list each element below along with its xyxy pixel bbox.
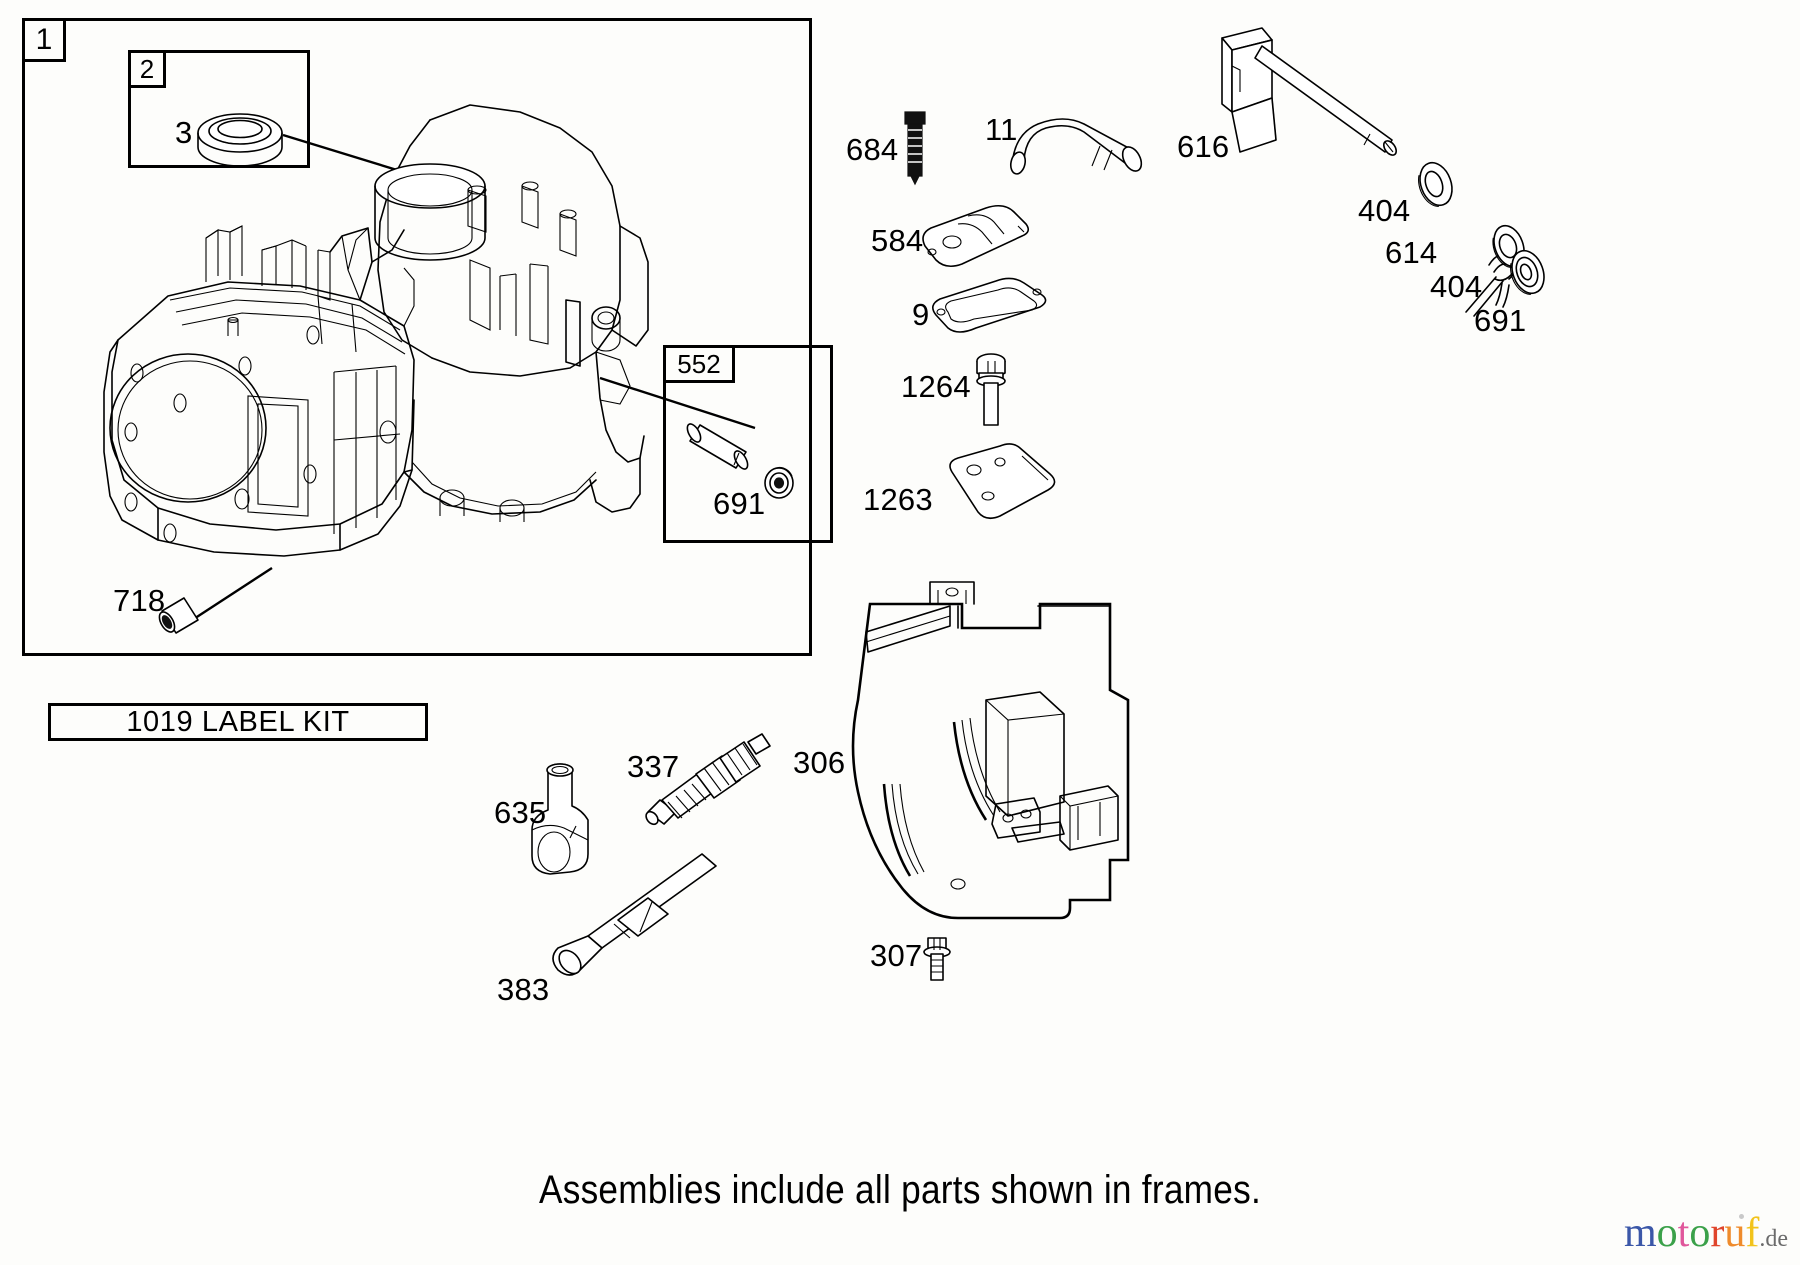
frame-1: 1 [22, 18, 812, 656]
logo-letter-f: f [1745, 1210, 1760, 1256]
label-kit-box: 1019 LABEL KIT [48, 703, 428, 741]
logo-tld: .de [1759, 1226, 1788, 1252]
part-washer-404-upper [1418, 161, 1453, 207]
frame-2: 2 [128, 50, 310, 168]
part-breather-tube-11 [1009, 118, 1143, 175]
part-gasket-9 [932, 277, 1047, 333]
part-seal-691-right [1510, 249, 1545, 295]
motoruf-watermark: motoruf.de [1624, 1212, 1788, 1254]
callout-404-upper: 404 [1358, 193, 1411, 228]
logo-letter-t: t [1677, 1210, 1690, 1256]
part-bolt-1264 [976, 353, 1006, 426]
callout-584: 584 [871, 223, 924, 258]
logo-letter-r: r [1710, 1210, 1725, 1256]
logo-letter-o1: o [1656, 1210, 1678, 1256]
logo-letter-u: u [1724, 1210, 1746, 1256]
callout-3: 3 [175, 115, 193, 150]
callout-9: 9 [912, 297, 930, 332]
callout-337: 337 [627, 749, 680, 784]
part-screw-307 [923, 937, 951, 981]
part-screw-684 [904, 111, 926, 186]
logo-dot [1739, 1214, 1744, 1219]
callout-11: 11 [985, 112, 1018, 147]
part-breather-584 [922, 204, 1030, 268]
callout-306: 306 [793, 745, 846, 780]
part-wrench-383 [552, 853, 717, 976]
part-washer-404-lower [1492, 224, 1525, 268]
part-shroud-306 [851, 581, 1130, 920]
footer-note: Assemblies include all parts shown in fr… [538, 1168, 1262, 1212]
callout-614: 614 [1385, 235, 1438, 270]
frame-552-tag: 552 [663, 345, 735, 383]
logo-letter-o2: o [1689, 1210, 1711, 1256]
frame-1-tag: 1 [22, 18, 66, 62]
callout-691-552: 691 [713, 486, 766, 521]
callout-718: 718 [113, 583, 166, 618]
part-governor-shaft-616 [1221, 27, 1398, 156]
callout-684: 684 [846, 132, 899, 167]
callout-383: 383 [497, 972, 550, 1007]
callout-691-right: 691 [1474, 303, 1527, 338]
callout-307: 307 [870, 938, 923, 973]
label-kit-text: 1019 LABEL KIT [126, 705, 350, 738]
callout-1264: 1264 [901, 369, 971, 404]
logo-letter-m: m [1624, 1210, 1657, 1256]
callout-635: 635 [494, 795, 547, 830]
frame-2-tag: 2 [128, 50, 166, 88]
callout-616: 616 [1177, 129, 1230, 164]
callout-404-lower: 404 [1430, 269, 1483, 304]
part-bracket-1263 [949, 443, 1056, 520]
callout-1263: 1263 [863, 482, 933, 517]
